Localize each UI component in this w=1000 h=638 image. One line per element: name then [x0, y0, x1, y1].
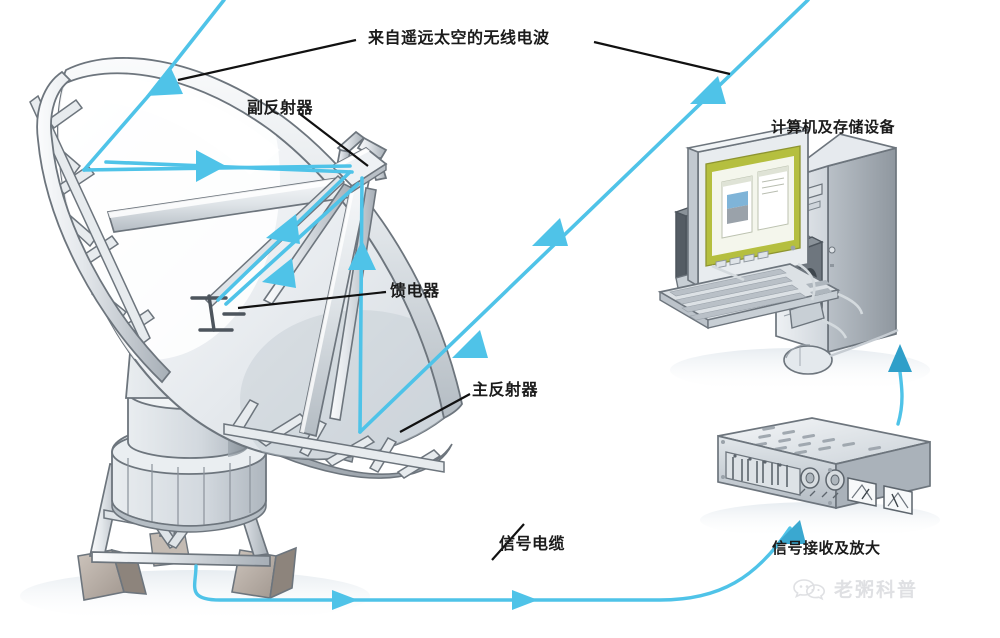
computer-workstation: [657, 125, 899, 375]
label-signal-reception-amplification: 信号接收及放大: [772, 540, 881, 557]
receiver-to-computer-link: [888, 344, 912, 426]
receiver-amplifier-unit: [717, 417, 931, 515]
watermark: 老粥科普: [793, 575, 918, 602]
computer-keyboard: [657, 263, 841, 330]
leader-feed: [237, 290, 387, 310]
label-signal-cable: 信号电缆: [499, 536, 566, 553]
leader-main-reflector: [399, 393, 471, 433]
main-reflector-dish: [29, 57, 463, 479]
label-incoming-radio-waves: 来自遥远太空的无线电波: [368, 30, 550, 47]
wechat-bubbles-icon: [793, 578, 826, 600]
label-feed: 馈电器: [390, 283, 440, 300]
label-secondary-reflector: 副反射器: [247, 100, 314, 117]
label-main-reflector: 主反射器: [472, 382, 539, 399]
signal-cable-line: [192, 520, 806, 610]
telescope-mount-base: [77, 325, 297, 601]
leader-secondary-reflector: [299, 113, 369, 167]
watermark-text: 老粥科普: [834, 580, 919, 601]
leader-signal-cable: [491, 523, 525, 561]
leader-incoming-waves-right: [593, 40, 731, 76]
label-leader-lines: [177, 38, 731, 561]
ray-arrowheads: [146, 66, 726, 358]
leader-incoming-waves-left: [177, 38, 357, 82]
label-computer-and-storage: 计算机及存储设备: [771, 119, 896, 136]
computer-mouse: [783, 328, 899, 375]
